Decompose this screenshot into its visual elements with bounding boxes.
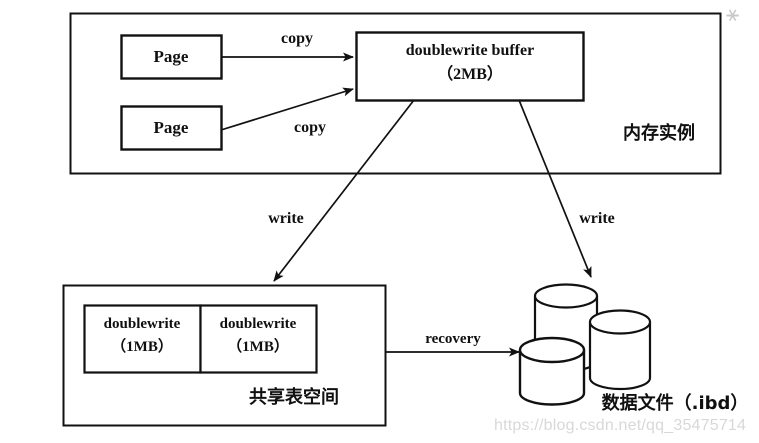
memory-instance-box [69, 12, 722, 175]
write-arrow-left [273, 99, 415, 282]
datafile-cylinder-back-right [588, 309, 652, 391]
copy-arrow-2 [220, 87, 354, 131]
doublewrite-buffer-line2: （2MB） [437, 66, 503, 83]
datafile-cylinder-front-left [518, 336, 586, 406]
recovery-label: recovery [425, 331, 481, 347]
doublewrite-slot-2-line1: doublewrite [219, 316, 297, 332]
doublewrite-buffer-box [355, 31, 585, 102]
shared-tablespace-box [62, 284, 387, 427]
doublewrite-slot-1-line1: doublewrite [103, 316, 181, 332]
page-box-2-label: Page [153, 118, 189, 137]
shared-tablespace-label: 共享表空间 [249, 387, 339, 408]
write-label-left: write [268, 210, 304, 227]
memory-instance-label: 内存实例 [623, 123, 695, 144]
page-box-1 [120, 34, 223, 80]
watermark-text: https://blog.csdn.net/qq_35475714 [494, 417, 747, 434]
doublewrite-slot-2-line2: （1MB） [227, 339, 289, 355]
doublewrite-slot-2 [199, 304, 318, 374]
write-label-right: write [579, 210, 615, 227]
page-box-2 [120, 105, 223, 151]
scan-artifact-mark: ⚹ [726, 2, 740, 27]
page-box-1-label: Page [153, 47, 189, 66]
write-arrow-right [518, 99, 592, 278]
doublewrite-buffer-line1: doublewrite buffer [405, 42, 535, 59]
doublewrite-slot-1-line2: （1MB） [111, 339, 173, 355]
doublewrite-slot-1 [83, 304, 202, 374]
copy-label-2: copy [294, 119, 326, 136]
datafile-label: 数据文件（.ibd） [601, 393, 749, 414]
copy-label-1: copy [281, 30, 313, 47]
